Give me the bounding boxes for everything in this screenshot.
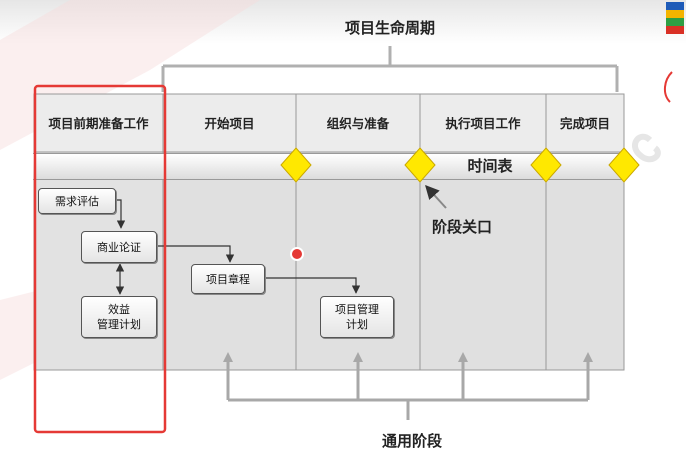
box-pm-plan-line2: 计划 xyxy=(346,318,368,331)
column-header-execute: 执行项目工作 xyxy=(445,116,521,131)
timeline-label: 时间表 xyxy=(467,157,513,175)
bottom-arrow xyxy=(353,352,363,362)
gate-diamond-4 xyxy=(608,147,640,183)
box-pm-plan-line1: 项目管理 xyxy=(335,303,379,316)
timeline-band xyxy=(33,153,624,180)
bottom-arrow xyxy=(583,352,593,362)
gate-diamond-1 xyxy=(280,147,312,183)
column-header-close: 完成项目 xyxy=(559,116,610,131)
phase-gate-label: 阶段关口 xyxy=(432,218,493,236)
gate-diamond-3 xyxy=(530,147,562,183)
bottom-arrow xyxy=(223,352,233,362)
arrow-charter-to-plan xyxy=(265,277,361,294)
red-pen-stroke xyxy=(664,71,673,103)
top-bracket xyxy=(161,46,619,92)
gate-pointer-arrow xyxy=(425,184,447,209)
watermark-letter xyxy=(632,133,661,163)
arrow-needs-to-case xyxy=(116,199,126,229)
color-stripes-logo-icon xyxy=(666,2,684,34)
box-benefits-plan: 效益 管理计划 xyxy=(81,296,157,338)
box-benefits-line2: 管理计划 xyxy=(97,318,141,331)
bottom-bracket xyxy=(226,355,590,420)
red-marker-dot xyxy=(290,247,304,261)
column-header-organize: 组织与准备 xyxy=(326,116,390,131)
box-business-case: 商业论证 xyxy=(81,231,157,263)
box-benefits-line1: 效益 xyxy=(108,303,130,316)
header-strip xyxy=(33,93,625,153)
column-header-pre-project: 项目前期准备工作 xyxy=(48,116,149,131)
column-header-start: 开始项目 xyxy=(204,116,255,131)
page-title: 项目生命周期 xyxy=(344,19,435,37)
box-project-charter: 项目章程 xyxy=(191,264,265,294)
box-needs-assessment: 需求评估 xyxy=(38,188,116,214)
generic-phases-label: 通用阶段 xyxy=(381,432,442,450)
box-pm-plan: 项目管理 计划 xyxy=(320,296,394,338)
highlight-frame xyxy=(33,84,167,434)
arrow-case-to-charter xyxy=(157,245,235,263)
bottom-arrow xyxy=(458,352,468,362)
top-gradient-band xyxy=(0,0,686,44)
gate-diamond-2 xyxy=(404,147,436,183)
